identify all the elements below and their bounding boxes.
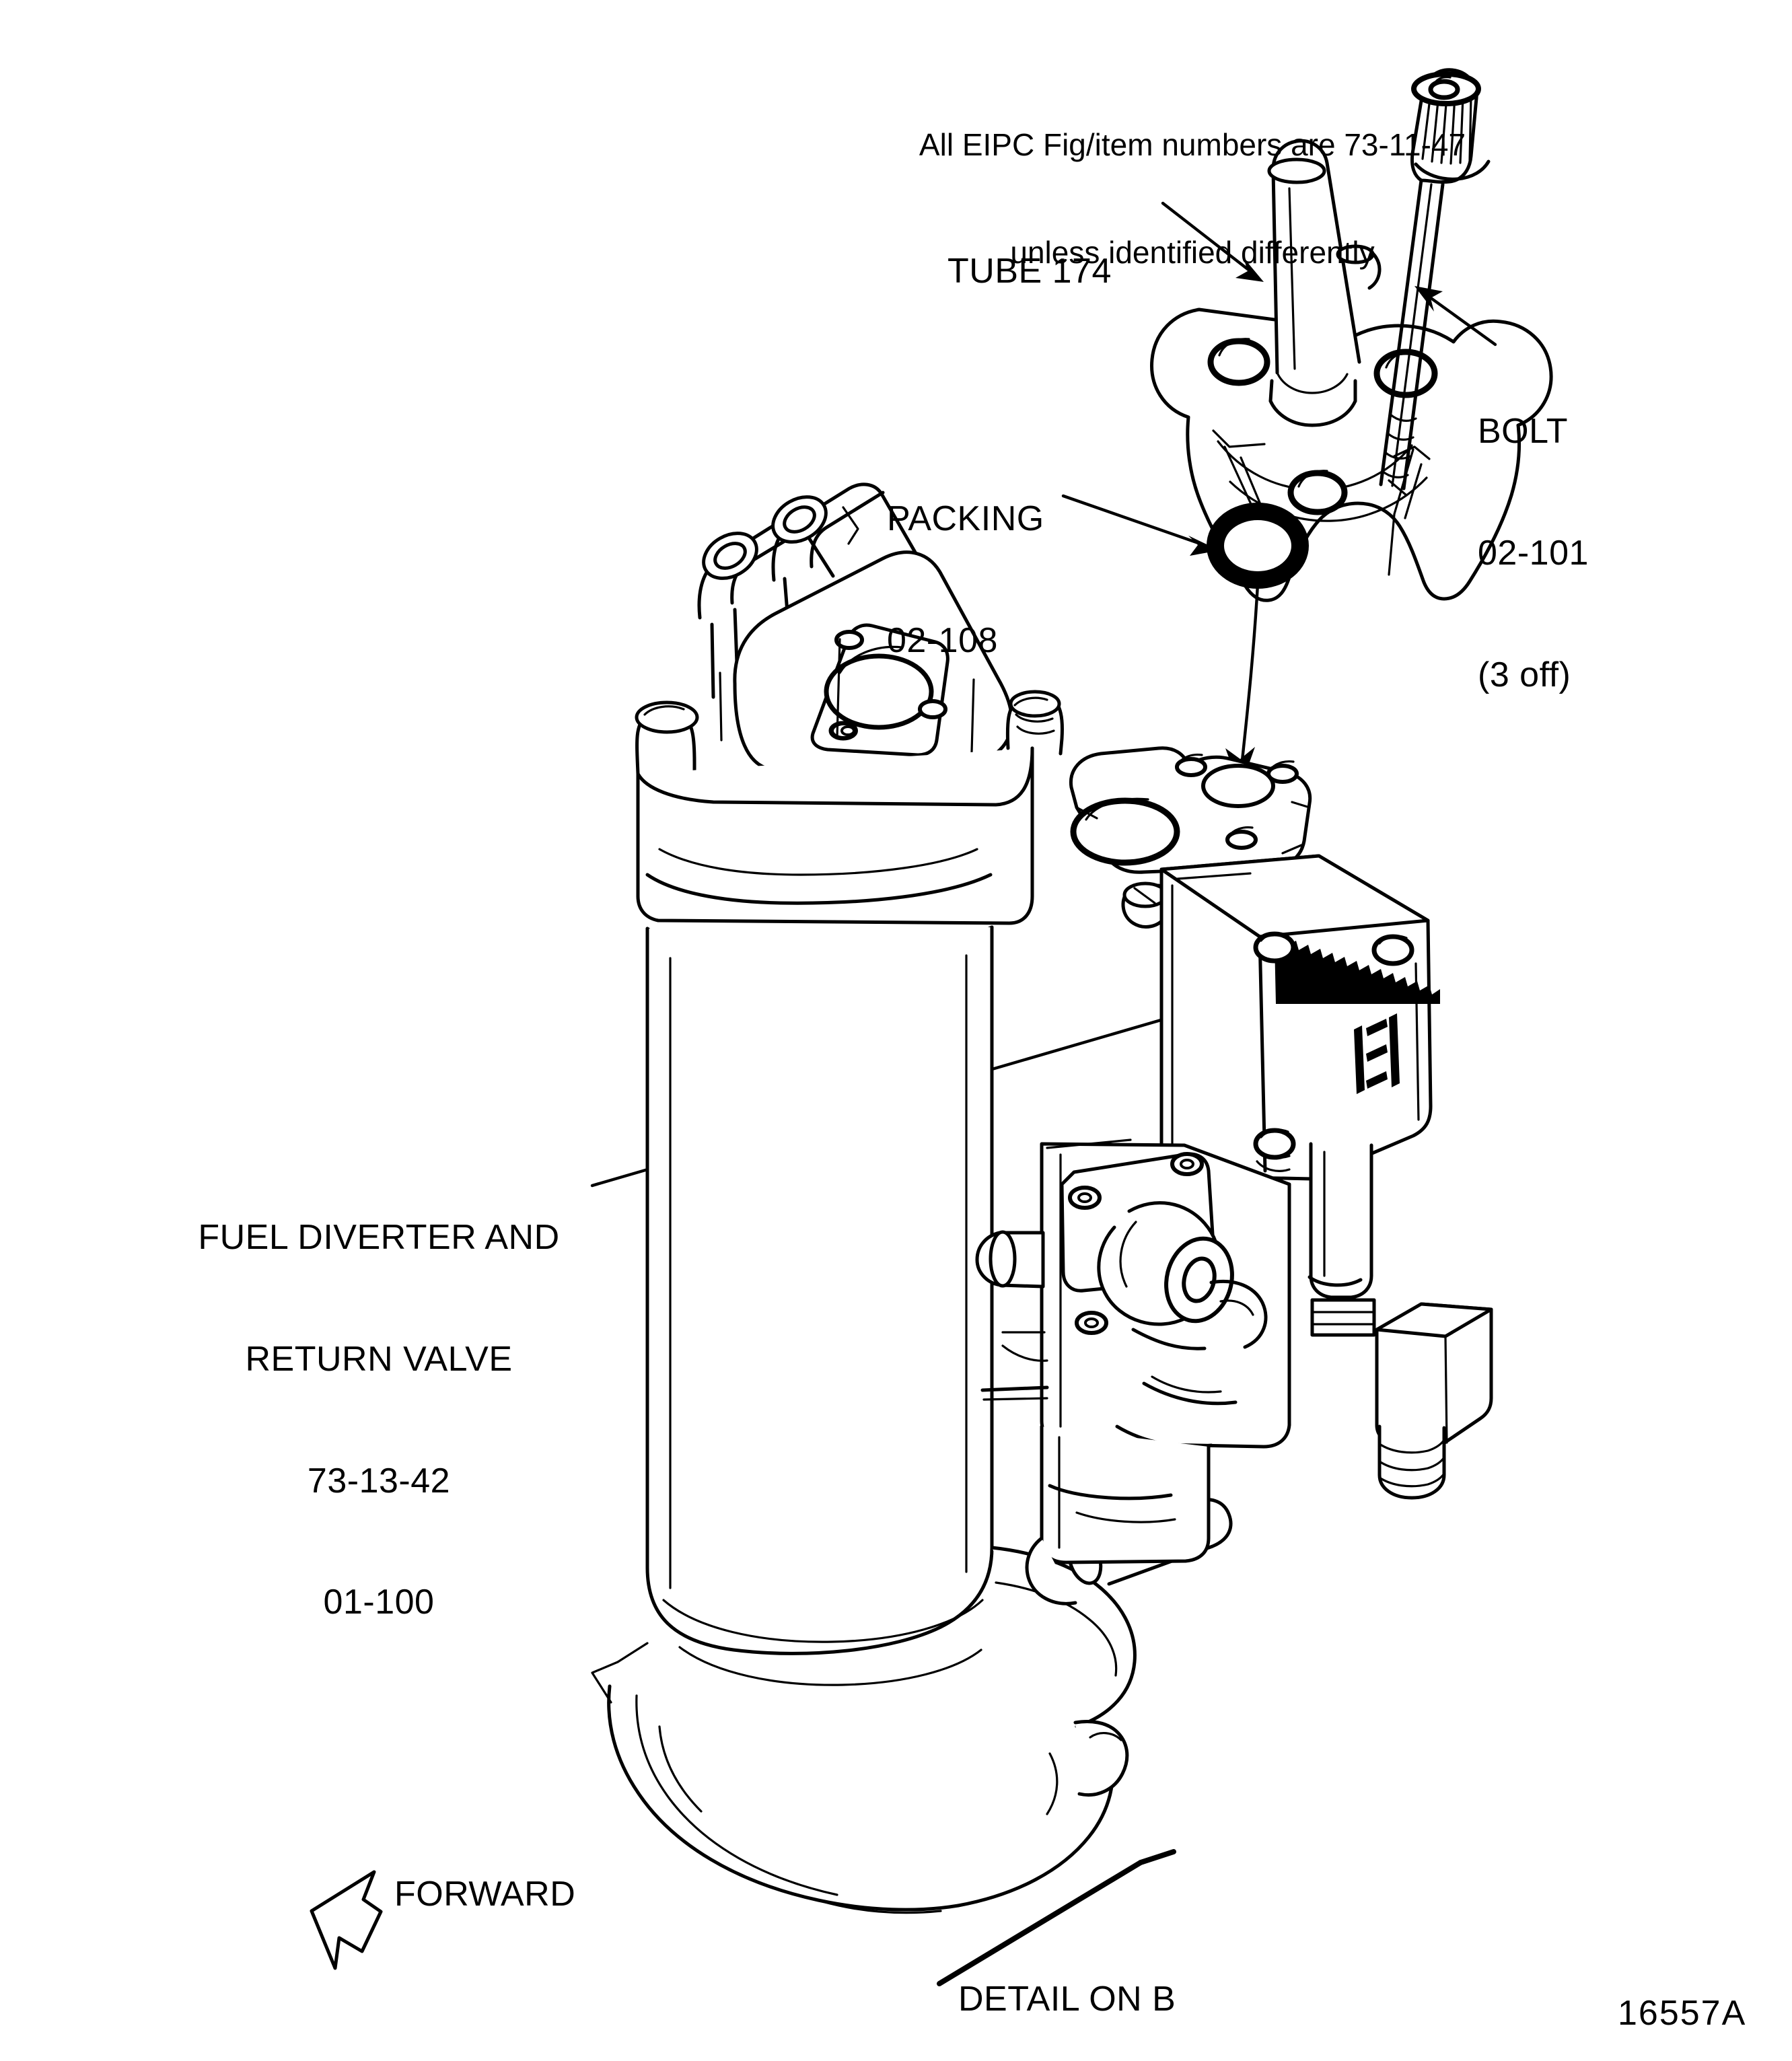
diverter-valve-assembly [975,746,1493,1605]
callout-bolt-partno: 02-101 [1478,533,1589,573]
callout-valve-name-line-1: FUEL DIVERTER AND [198,1217,560,1257]
mounting-lugs [697,482,935,699]
forward-label: FORWARD [394,1875,576,1914]
callout-packing: PACKING 02-108 [887,417,1109,742]
packing-oring [1207,503,1309,589]
forward-arrow [310,1870,383,1970]
general-note-line-1: All EIPC Fig/item numbers are 73-11-47 [919,126,1466,162]
callout-fuel-diverter-return-valve: FUEL DIVERTER AND RETURN VALVE 73-13-42 … [174,1136,584,1704]
callout-tube-174: TUBE 174 [947,170,1112,373]
callout-bolt: BOLT 02-101 (3 off) [1478,330,1653,776]
callout-bolt-name: BOLT [1478,411,1568,451]
callout-packing-partno: 02-108 [887,620,998,660]
callout-packing-name: PACKING [887,499,1044,538]
callout-tube-label: TUBE 174 [947,251,1112,291]
general-note-line-2: unless identified differently [1010,234,1375,270]
callout-valve-figure: 73-13-42 [307,1461,451,1500]
callout-valve-name-line-2: RETURN VALVE [245,1339,513,1379]
figure-number: 16557A [1618,1994,1747,2033]
fuel-filter-assembly [591,482,1233,1914]
callout-bolt-qty: (3 off) [1478,655,1571,694]
cast-mark [1354,1013,1400,1094]
callout-valve-item: 01-100 [323,1583,435,1622]
general-note: All EIPC Fig/item numbers are 73-11-47 u… [822,55,1563,342]
detail-view-label: DETAIL ON B [958,1980,1176,2019]
